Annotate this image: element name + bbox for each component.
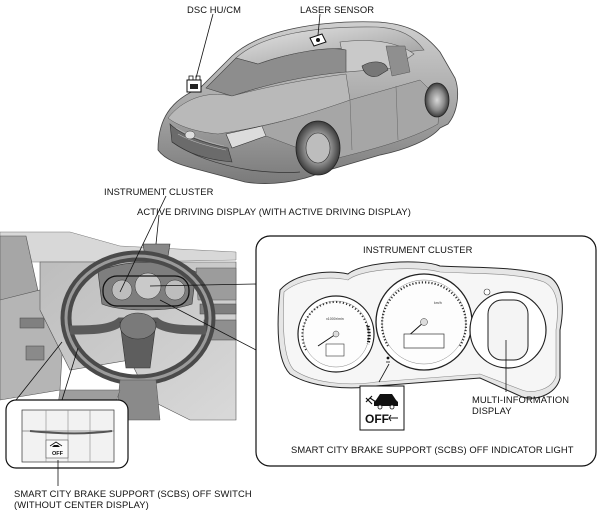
label-scbs-off-switch: SMART CITY BRAKE SUPPORT (SCBS) OFF SWIT…	[14, 488, 252, 499]
switch-off-text: OFF	[52, 451, 64, 457]
label-without-center-display: (WITHOUT CENTER DISPLAY)	[14, 499, 149, 510]
dsc-hu-cm-module	[186, 75, 202, 93]
scbs-off-switch-icon: OFF	[49, 441, 64, 457]
speed-unit-text: km/h	[434, 301, 442, 305]
label-laser-sensor: LASER SENSOR	[300, 4, 375, 15]
label-multi-information-display: DISPLAY	[472, 405, 512, 416]
car-illustration	[157, 21, 459, 184]
laser-sensor	[309, 33, 327, 47]
cluster-highlight	[102, 275, 190, 307]
scbs-off-indicator-icon: OFF	[359, 385, 405, 431]
label-instrument-cluster: INSTRUMENT CLUSTER	[104, 186, 214, 197]
multi-information-display	[469, 288, 547, 369]
instrument-cluster-inset: x1000r/min km/h	[255, 235, 597, 467]
label-scbs-off-indicator: SMART CITY BRAKE SUPPORT (SCBS) OFF INDI…	[291, 444, 574, 455]
label-dsc-hu-cm: DSC HU/CM	[187, 4, 242, 15]
dashboard-illustration	[0, 231, 237, 421]
indicator-off-text: OFF	[365, 412, 389, 426]
tach-unit-text: x1000r/min	[326, 317, 344, 321]
scbs-switch-inset: OFF	[5, 399, 129, 469]
label-multi-information: MULTI-INFORMATION	[472, 394, 570, 405]
tachometer-gauge: x1000r/min	[297, 295, 375, 373]
label-instrument-cluster-inset: INSTRUMENT CLUSTER	[363, 244, 473, 255]
speedometer-gauge: km/h	[375, 273, 473, 371]
label-active-driving-display: ACTIVE DRIVING DISPLAY (WITH ACTIVE DRIV…	[137, 206, 411, 217]
